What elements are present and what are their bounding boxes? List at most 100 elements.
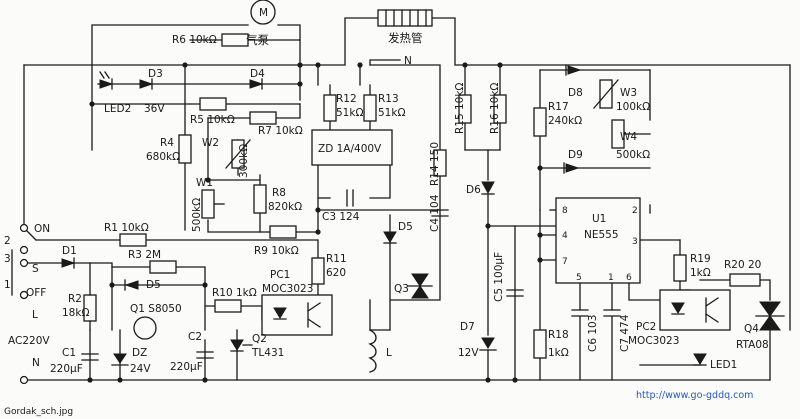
d5-bridge-label: D5 [398,221,413,233]
n-output-label: N [404,55,412,67]
pin-4-label: 4 [562,231,568,241]
u1-part: NE555 [584,229,619,241]
ne555-chip [555,197,641,284]
c1-label: C1 [62,347,76,359]
resistor-r20 [729,273,761,287]
zener-d7 [481,337,495,349]
r18-label: R18 [548,329,569,341]
c2-label: C2 [188,331,202,343]
labels: M 气泵 发热管 R6 10kΩ D3 36V LED2 D4 R5 10kΩ … [4,7,769,417]
resistor-r1 [119,233,147,247]
ac-input-label: AC220V [8,335,50,347]
diode-d9 [565,163,580,173]
optocoupler-pc2 [659,289,731,331]
terminal-n [19,375,29,385]
r12-label: R12 [336,93,357,105]
resistor-r12 [323,94,337,122]
switch-on-label: ON [34,223,50,235]
w3-value: 100kΩ [616,101,650,113]
n-input-label: N [32,357,40,369]
led1-symbol [693,353,707,365]
capacitor-c7 [603,309,621,381]
r7-label: R7 10kΩ [258,125,303,137]
resistor-r3 [149,260,177,274]
resistor-r14 [433,149,447,177]
capacitor-c6 [571,309,589,381]
r17-value: 240kΩ [548,115,582,127]
r2-value: 18kΩ [62,307,89,319]
resistor-r17 [533,107,547,137]
u1-label: U1 [592,213,606,225]
diode-d4 [249,79,264,89]
d5-left-label: D5 [146,279,161,291]
resistor-r4 [178,134,192,164]
r8-label: R8 [272,187,286,199]
r18-value: 1kΩ [548,347,569,359]
switch-s-label: S [32,263,39,275]
diode-d5-bridge [383,231,397,243]
image-caption: Gordak_sch.jpg [4,407,73,417]
shunt-regulator-q2 [230,339,244,351]
motor-label: M [259,7,268,19]
q3-label: Q3 [394,283,409,295]
d3-voltage-label: 36V [144,103,165,115]
r19-value: 1kΩ [690,267,711,279]
r4-value: 680kΩ [146,151,180,163]
r17-label: R17 [548,101,569,113]
pc2-part: MOC3023 [628,335,679,347]
resistor-r16 [493,94,507,124]
c4-label: C4 104 [429,194,441,232]
bridge-rectifier-zd [311,129,393,166]
pc1-label: PC1 [270,269,290,281]
r6-label: R6 10kΩ [172,34,217,46]
r15-label: R15 10kΩ [454,83,466,134]
q1-label: Q1 S8050 [130,303,182,315]
q4-label: Q4 [744,323,759,335]
inductor-coil [368,329,377,373]
source-watermark: http://www.go-gddq.com [636,390,753,401]
c7-label: C7 474 [619,314,631,352]
r16-label: R16 10kΩ [489,83,501,134]
r3-label: R3 2M [128,249,161,261]
c1-value: 220μF [50,363,83,375]
switch-pin3-label: 3 [4,253,11,265]
c2-value: 220μF [170,361,203,373]
capacitor-c4 [431,209,449,217]
r13-label: R13 [378,93,399,105]
switch-pin1-label: 1 [4,279,11,291]
pump-label: 气泵 [246,33,269,47]
diode-d5-left [124,280,139,290]
r9-label: R9 10kΩ [254,245,299,257]
resistor-r5 [199,97,227,111]
capacitor-c2 [196,351,214,359]
r11-value: 620 [326,267,346,279]
d1-label: D1 [62,245,77,257]
led1-label: LED1 [710,359,737,371]
potentiometer-w1 [201,189,215,219]
dz-voltage: 24V [130,363,151,375]
diode-d6 [481,181,495,195]
d7-voltage: 12V [458,347,479,359]
r2-label: R2 [68,293,82,305]
c3-label: C3 124 [322,211,360,223]
resistor-r19 [673,254,687,282]
d6-label: D6 [466,184,481,196]
r12-value: 51kΩ [336,107,363,119]
d7-label: D7 [460,321,475,333]
coil-label: L [386,347,392,359]
zener-dz [113,353,127,364]
resistor-r6 [221,33,249,47]
switch-pin2-label: 2 [4,235,11,247]
r14-label: R14 150 [429,142,441,186]
diode-d3 [139,79,154,89]
pc2-label: PC2 [636,321,656,333]
q4-part: RTA08 [736,339,769,351]
w2-label: W2 [202,137,219,149]
resistor-r11 [311,257,325,285]
r19-label: R19 [690,253,711,265]
d3-label: D3 [148,68,163,80]
r13-value: 51kΩ [378,107,405,119]
junctions [87,62,543,383]
r20-label: R20 20 [724,259,761,271]
